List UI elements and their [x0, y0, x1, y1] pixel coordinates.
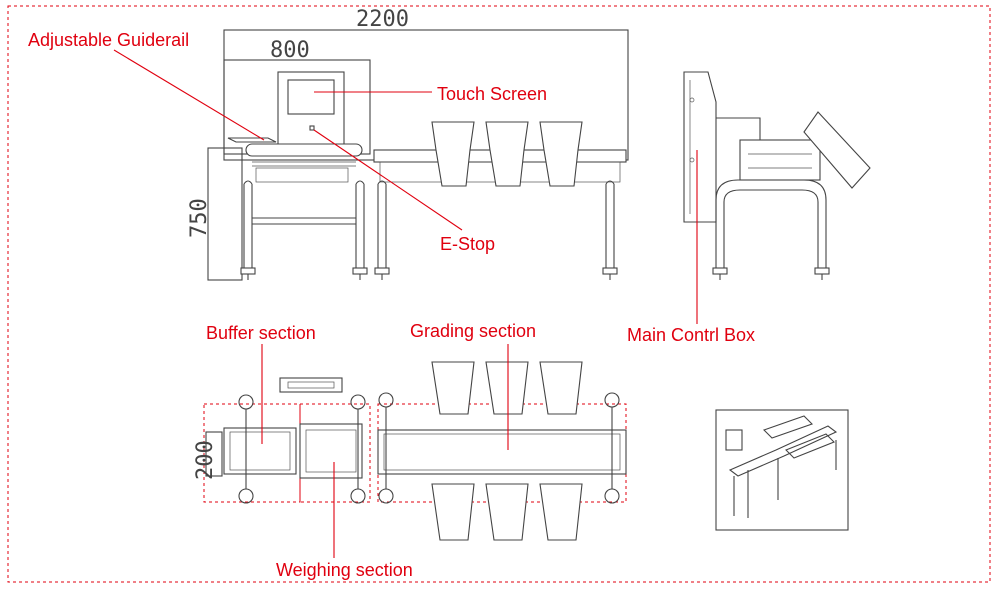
label-grading-section: Grading section: [410, 321, 536, 341]
guiderail: [227, 137, 277, 143]
side-frame-inner: [723, 189, 819, 268]
label-main-control-box: Main Contrl Box: [627, 325, 755, 345]
side-chute: [803, 111, 871, 189]
top-bin-upper-2: [485, 361, 529, 415]
callout-leaders: [113, 49, 698, 558]
dimension-height: 750: [187, 198, 212, 238]
top-weighing-conveyor: [299, 423, 363, 479]
dimension-box-750: [207, 147, 243, 281]
top-bin-upper-1: [431, 361, 475, 415]
dimension-belt-width: 200: [193, 440, 218, 480]
label-touch-screen: Touch Screen: [437, 84, 547, 104]
dimension-screen-width: 800: [270, 38, 310, 63]
leader-e-stop: [313, 129, 463, 231]
top-bin-lower-2: [485, 483, 529, 541]
top-buffer-conveyor: [223, 427, 297, 475]
side-frame-outer: [715, 179, 827, 268]
front-leg-2: [355, 180, 365, 268]
drawing-frame: [7, 5, 991, 583]
front-view: 2200 800 750: [187, 7, 629, 281]
front-leg-4: [605, 180, 615, 268]
isometric-view-frame: [715, 409, 849, 531]
front-leg-1: [243, 180, 253, 268]
top-view: 200: [193, 361, 627, 541]
side-conveyor: [739, 139, 821, 181]
touch-screen-panel: [287, 79, 335, 115]
top-bin-upper-3: [539, 361, 583, 415]
front-leg-3: [377, 180, 387, 268]
top-bin-lower-1: [431, 483, 475, 541]
main-control-box: [683, 71, 717, 223]
front-bin-1: [431, 121, 475, 187]
leader-guiderail: [113, 49, 265, 141]
top-touch-screen: [279, 377, 343, 393]
side-view: [683, 71, 871, 280]
dimension-total-length: 2200: [356, 7, 409, 32]
label-buffer-section: Buffer section: [206, 323, 316, 343]
top-bin-lower-3: [539, 483, 583, 541]
front-conveyor-left: [245, 143, 363, 157]
front-bin-2: [485, 121, 529, 187]
label-weighing-section: Weighing section: [276, 560, 413, 580]
label-e-stop: E-Stop: [440, 234, 495, 254]
e-stop-button: [309, 125, 315, 131]
top-grading-conveyor: [377, 429, 627, 475]
front-bin-3: [539, 121, 583, 187]
label-adjustable-guiderail: Adjustable Guiderail: [28, 30, 189, 50]
isometric-view: [715, 409, 849, 531]
